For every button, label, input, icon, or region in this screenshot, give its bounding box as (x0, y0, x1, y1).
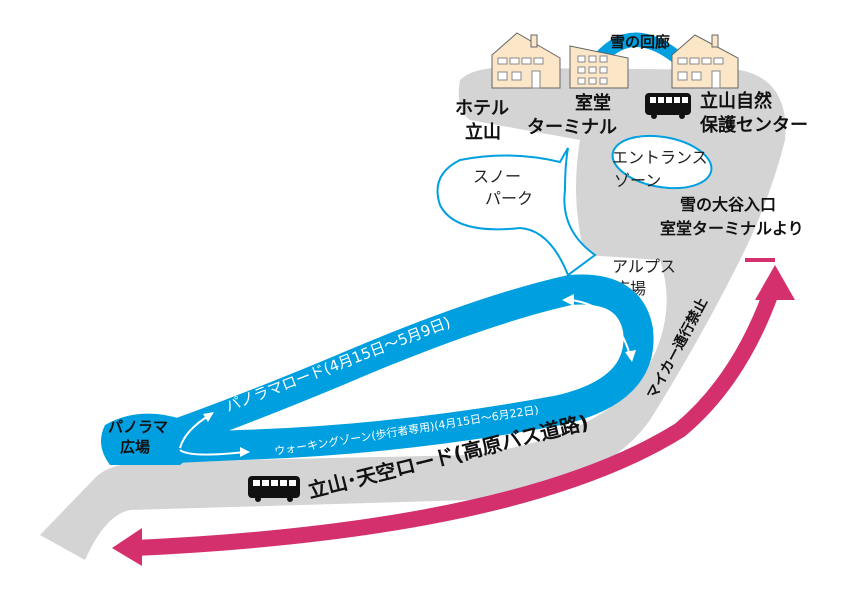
hotel-building (491, 32, 561, 89)
arrowheads (203, 294, 636, 457)
entrance-zone-area (611, 134, 713, 190)
panorama-road-label: パノラマロード(4月15日〜5月9日) (223, 313, 453, 416)
nature-center-building (671, 34, 739, 89)
snow-corridor-arch (588, 32, 688, 66)
snow-park-area (436, 147, 597, 277)
snow-park-label-1: スノー (473, 167, 521, 186)
panorama-loop (125, 274, 654, 465)
terminal-label-2: ターミナル (527, 117, 617, 138)
panorama-plaza-area (101, 413, 192, 465)
panorama-plaza-label-1: パノラマ (108, 418, 168, 436)
snow-park-label-2: パーク (485, 189, 533, 208)
time-arrows (336, 516, 584, 559)
bus-icon (645, 93, 691, 119)
snow-corridor-label: 雪の回廊 (610, 33, 670, 51)
otani-entrance-label-2: 室堂ターミナルより (660, 219, 804, 238)
entrance-zone-label-2: ゾーン (614, 171, 661, 190)
road-area (40, 67, 786, 560)
panorama-plaza-label-2: 広場 (120, 438, 150, 456)
entrance-zone-label-1: エントランス (612, 148, 708, 167)
terminal-building (569, 45, 629, 89)
alps-plaza-label-1: アルプス (612, 257, 676, 276)
terminal-label-1: 室堂 (575, 92, 611, 114)
hotel-label-2: 立山 (465, 121, 501, 143)
hotel-label-1: ホテル (455, 98, 509, 119)
nature-center-label-2: 保護センター (699, 114, 808, 136)
distance-arrow (112, 258, 795, 566)
bus-icon (248, 476, 300, 502)
otani-entrance-label-1: 雪の大谷入口 (680, 195, 776, 214)
nature-center-label-1: 立山自然 (700, 90, 772, 112)
